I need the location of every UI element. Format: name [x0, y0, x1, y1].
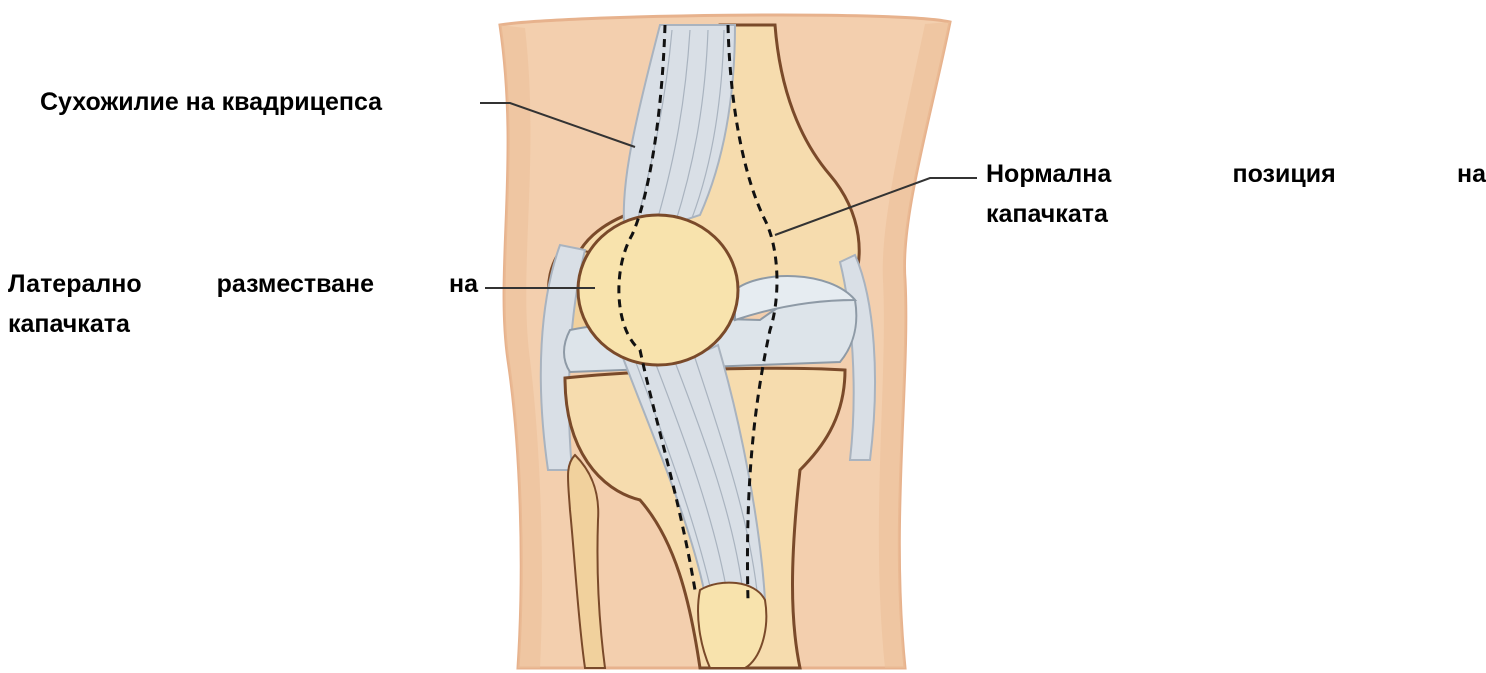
label-normal-position-word1: Нормална: [986, 158, 1111, 190]
label-normal-position-word3: на: [1457, 158, 1486, 190]
label-lateral-displacement-word3: на: [449, 268, 478, 300]
patella-displaced: [578, 215, 738, 365]
tibial-tuberosity: [698, 583, 766, 668]
label-lateral-displacement-line2: капачката: [8, 308, 130, 340]
label-normal-position: Нормална позиция на: [986, 158, 1486, 190]
label-quadriceps-tendon: Сухожилие на квадрицепса: [40, 86, 382, 118]
label-lateral-displacement-word2: разместване: [217, 268, 374, 300]
label-normal-position-word2: позиция: [1233, 158, 1336, 190]
label-lateral-displacement: Латерално разместване на: [8, 268, 478, 300]
label-normal-position-line2: капачката: [986, 198, 1108, 230]
label-lateral-displacement-word1: Латерално: [8, 268, 142, 300]
